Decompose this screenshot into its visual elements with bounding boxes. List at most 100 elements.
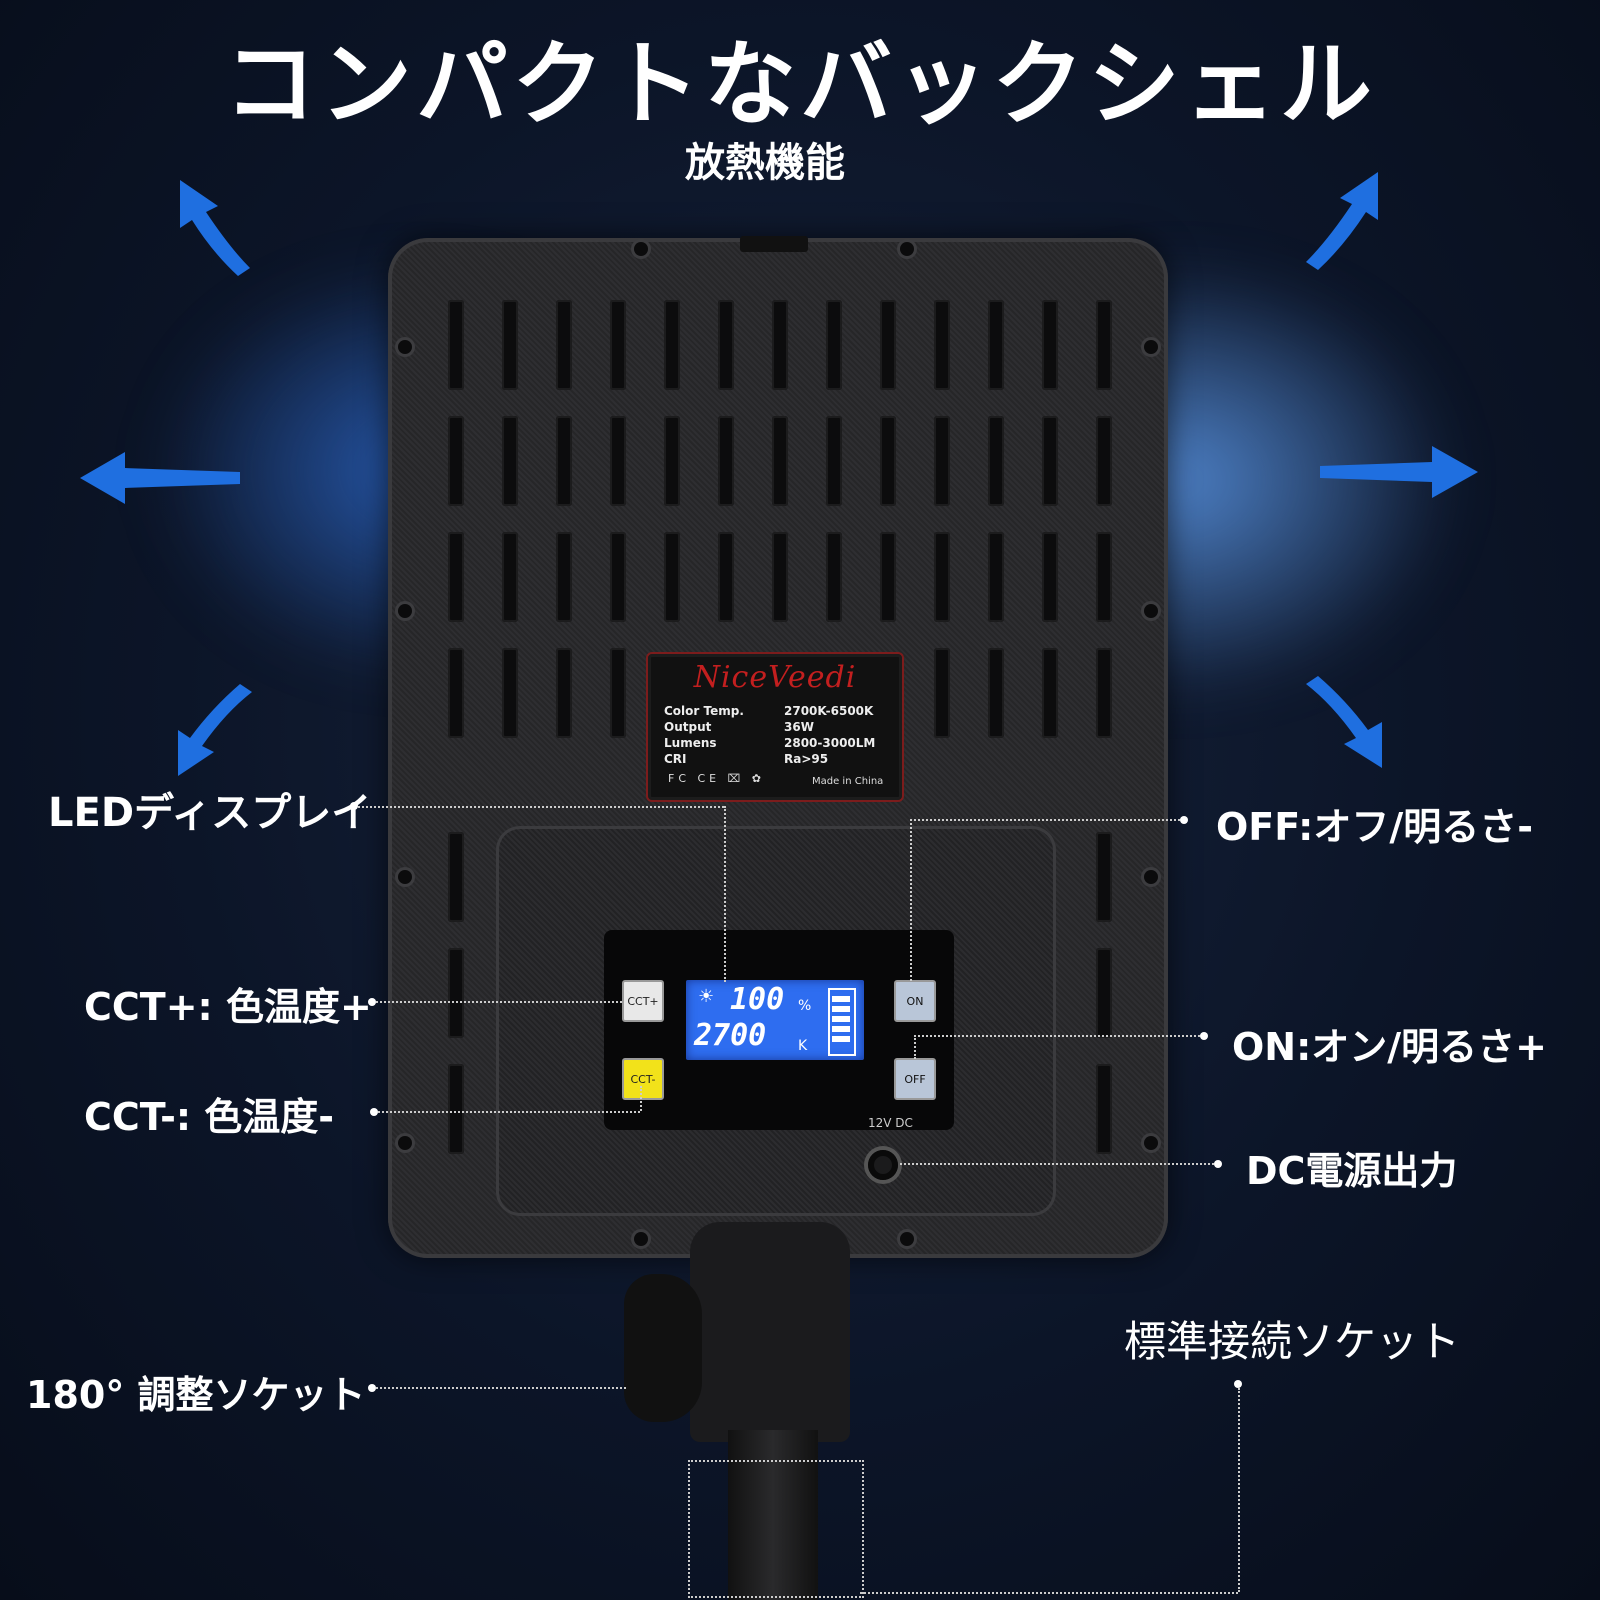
arrow-left-icon	[80, 452, 240, 504]
callout-dot	[1214, 1160, 1222, 1168]
off-button[interactable]: OFF	[894, 1058, 936, 1100]
leader-line	[724, 806, 726, 982]
vent-slot	[826, 416, 842, 506]
vent-slot	[826, 300, 842, 390]
page-subtitle: 放熱機能	[685, 140, 845, 186]
cct-minus-button[interactable]: CCT-	[622, 1058, 664, 1100]
leader-line	[640, 1086, 642, 1111]
screw	[1144, 340, 1158, 354]
spec-label: NiceVeedi Color Temp. 2700K-6500K Output…	[646, 652, 904, 802]
arrow-up-right-icon	[1306, 172, 1378, 270]
screw	[1144, 604, 1158, 618]
vent-slot	[718, 300, 734, 390]
vent-slot	[1096, 832, 1112, 922]
mount-bracket	[690, 1222, 850, 1442]
vent-slot	[448, 948, 464, 1038]
on-button[interactable]: ON	[894, 980, 936, 1022]
vent-slot	[664, 300, 680, 390]
callout-led-display: LEDディスプレイ	[48, 790, 372, 836]
vent-slot	[1096, 300, 1112, 390]
callout-dot	[1200, 1032, 1208, 1040]
leader-line	[910, 819, 912, 981]
screw	[900, 1232, 914, 1246]
vent-slot	[1042, 300, 1058, 390]
vent-slot	[610, 648, 626, 738]
dc-power-socket[interactable]	[868, 1150, 898, 1180]
top-clip	[740, 236, 808, 252]
lcd-brightness: 100	[730, 982, 785, 1017]
callout-adjust-socket: 180° 調整ソケット	[26, 1373, 366, 1417]
vent-slot	[664, 532, 680, 622]
screw	[634, 1232, 648, 1246]
vent-slot	[718, 416, 734, 506]
adjust-knob[interactable]	[624, 1274, 702, 1422]
vent-slot	[448, 832, 464, 922]
standard-socket-marker	[688, 1460, 864, 1598]
arrow-down-right-icon	[1306, 676, 1382, 768]
spec-key: Color Temp.	[664, 704, 744, 718]
vent-slot	[826, 532, 842, 622]
brand-logo: NiceVeedi	[693, 660, 857, 695]
cct-plus-button[interactable]: CCT+	[622, 980, 664, 1022]
cct-plus-label: CCT+	[627, 994, 659, 1008]
voltage-label: 12V DC	[868, 1116, 913, 1130]
vent-slot	[880, 416, 896, 506]
vent-slot	[502, 300, 518, 390]
vent-slot	[448, 532, 464, 622]
on-label: ON	[906, 994, 924, 1008]
screw	[398, 1136, 412, 1150]
vent-slot	[448, 1064, 464, 1154]
vent-slot	[934, 532, 950, 622]
spec-value: 2700K-6500K	[784, 704, 874, 718]
vent-slot	[610, 300, 626, 390]
lcd-display: ☀ 100 % 2700 K	[686, 980, 864, 1060]
leader-line	[914, 1035, 916, 1059]
vent-slot	[1042, 532, 1058, 622]
vent-slot	[502, 532, 518, 622]
stand-pole	[728, 1430, 818, 1600]
leader-line	[376, 1001, 622, 1003]
leader-line	[358, 806, 724, 808]
vent-slot	[1096, 532, 1112, 622]
vent-slot	[502, 648, 518, 738]
callout-off: OFF:オフ/明るさ-	[1216, 805, 1533, 849]
spec-key: CRI	[664, 752, 687, 766]
vent-slot	[988, 648, 1004, 738]
callout-standard-socket: 標準接続ソケット	[1124, 1317, 1461, 1366]
leader-line	[860, 1592, 1238, 1594]
callout-dot	[370, 1108, 378, 1116]
leader-line	[1238, 1388, 1240, 1592]
vent-slot	[934, 416, 950, 506]
vent-slot	[988, 300, 1004, 390]
callout-dot	[1180, 816, 1188, 824]
callout-dot	[350, 802, 358, 810]
vent-slot	[934, 648, 950, 738]
leader-line	[900, 1163, 1214, 1165]
callout-cct-plus: CCT+: 色温度+	[84, 985, 372, 1029]
leader-line	[378, 1111, 640, 1113]
leader-line	[376, 1387, 626, 1389]
leader-line	[910, 819, 1180, 821]
vent-slot	[610, 532, 626, 622]
spec-value: Ra>95	[784, 752, 829, 766]
vent-slot	[502, 416, 518, 506]
vent-slot	[718, 532, 734, 622]
made-in-label: Made in China	[812, 776, 884, 787]
vent-slot	[1096, 948, 1112, 1038]
callout-dot	[1234, 1380, 1242, 1388]
screw	[1144, 870, 1158, 884]
screw	[398, 604, 412, 618]
spec-key: Output	[664, 720, 712, 734]
spec-value: 36W	[784, 720, 814, 734]
arrow-right-icon	[1320, 446, 1478, 498]
vent-slot	[988, 532, 1004, 622]
arrow-down-left-icon	[178, 684, 252, 776]
lcd-color-temp: 2700	[694, 1018, 767, 1053]
vent-slot	[1096, 648, 1112, 738]
vent-slot	[664, 416, 680, 506]
page-title: コンパクトなバックシェル	[223, 31, 1376, 138]
spec-key: Lumens	[664, 736, 717, 750]
vent-slot	[934, 300, 950, 390]
screw	[1144, 1136, 1158, 1150]
leader-line	[914, 1035, 1200, 1037]
